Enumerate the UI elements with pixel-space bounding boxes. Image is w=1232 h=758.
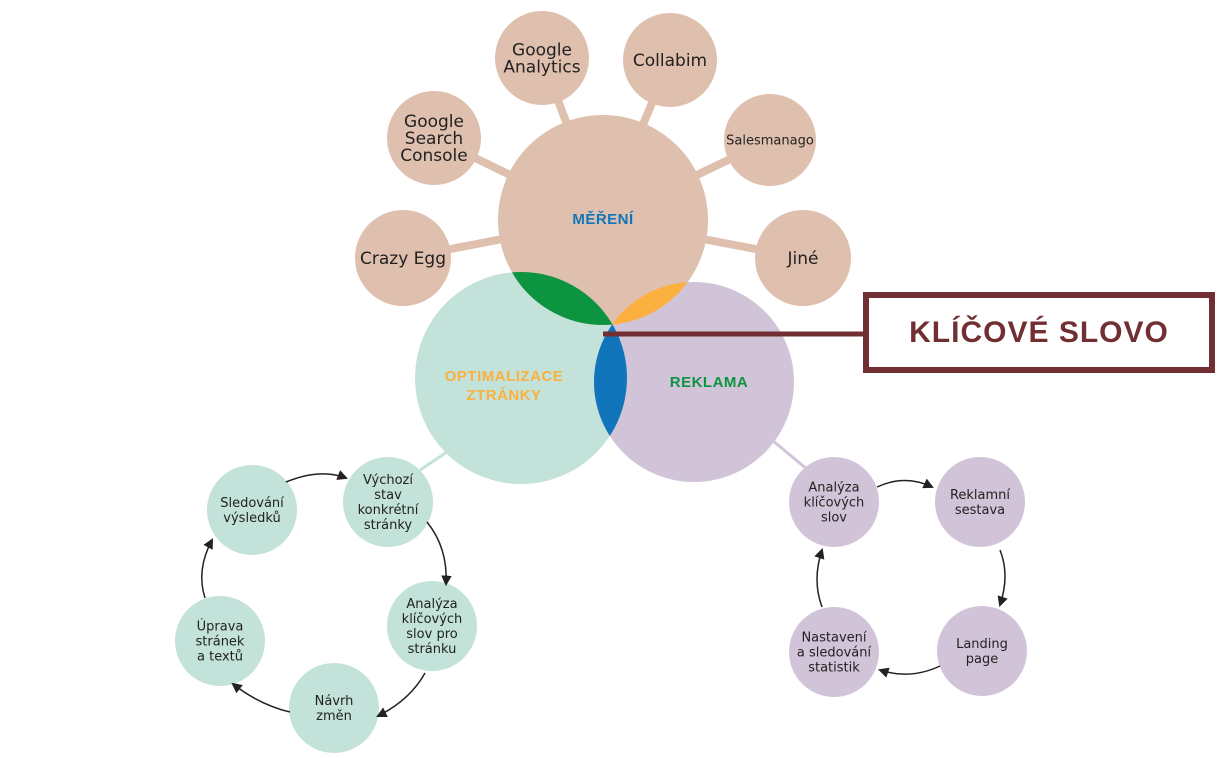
keyword-label: KLÍČOVÉ SLOVO — [909, 315, 1169, 349]
cycle-arrow — [997, 549, 1008, 607]
ads-step-ad-set-circle — [935, 457, 1025, 547]
tool-jine: Jiné — [755, 210, 851, 306]
ads-step-keyword-analysis-label: klíčových — [804, 496, 865, 511]
optimize-step-keyword-analysis-label: klíčových — [402, 612, 463, 627]
ads-step-keyword-analysis-label: slov — [821, 511, 847, 526]
cycles: VýchozístavkonkrétnístránkyAnalýzaklíčov… — [175, 457, 1027, 753]
optimize-step-start-state-label: stránky — [364, 518, 412, 533]
cycle-arrow — [285, 470, 348, 483]
optimize-step-track-results-label: výsledků — [223, 511, 280, 526]
ads-step-stats-tracking-label: statistik — [808, 661, 860, 676]
ads-step-ad-set-label: Reklamní — [950, 488, 1010, 503]
measure-label: MĚŘENÍ — [572, 210, 634, 228]
tool-crazy-egg-circle — [355, 210, 451, 306]
ads-step-ad-set-label: sestava — [955, 503, 1005, 518]
cycle-arrow — [201, 538, 213, 599]
connector-optimize-cycle — [419, 448, 451, 472]
connector-ads-cycle — [771, 438, 809, 472]
cycle-arrow — [231, 682, 291, 713]
optimize-step-start-state-label: konkrétní — [358, 503, 419, 518]
tool-salesmanago: Salesmanago — [724, 94, 816, 186]
ads-step-landing-page-label: Landing — [956, 637, 1008, 652]
measure-circle — [498, 115, 708, 325]
tool-jine-circle — [755, 210, 851, 306]
cycle-arrow — [876, 478, 934, 489]
tool-google-analytics-circle — [495, 11, 589, 105]
optimize-label-line2: ZTRÁNKY — [466, 387, 541, 404]
ads-step-keyword-analysis-circle — [789, 457, 879, 547]
tool-jine-label: Jiné — [787, 249, 819, 269]
keyword-box — [863, 292, 1215, 373]
cycle-arrow — [814, 548, 825, 608]
tool-salesmanago-circle — [724, 94, 816, 186]
optimize-step-start-state-circle — [343, 457, 433, 547]
tool-google-analytics-label: Google — [512, 40, 572, 60]
ads-label: REKLAMA — [670, 374, 749, 391]
cycle-arrow — [376, 672, 426, 717]
optimize-step-keyword-analysis-label: slov pro — [406, 627, 457, 642]
optimize-step-start-state-label: Výchozí — [363, 473, 413, 488]
tool-google-search-console-label: Console — [400, 146, 468, 166]
optimize-step-keyword-analysis-label: stránku — [408, 642, 457, 657]
optimize-label-line1: OPTIMALIZACE — [445, 368, 564, 385]
tool-google-search-console-label: Search — [405, 129, 463, 149]
ads-step-landing-page-label: page — [966, 652, 998, 667]
ads-step-keyword-analysis-label: Analýza — [808, 481, 859, 496]
optimize-step-design-changes-circle — [289, 663, 379, 753]
optimize-step-keyword-analysis-label: Analýza — [406, 597, 457, 612]
tool-crazy-egg: Crazy Egg — [355, 210, 451, 306]
tool-google-search-console-label: Google — [404, 112, 464, 132]
tool-google-analytics-label: Analytics — [503, 57, 580, 77]
optimize-step-edit-pages-circle — [175, 596, 265, 686]
optimize-step-start-state-label: stav — [374, 488, 402, 503]
optimize-step-edit-pages-label: Úprava — [197, 619, 244, 635]
ads-step-stats-tracking-label: Nastavení — [801, 631, 866, 646]
cycle-arrow — [878, 665, 941, 678]
ads-step-stats-tracking-label: a sledování — [797, 646, 872, 661]
optimize-step-edit-pages-label: stránek — [196, 635, 245, 650]
optimize-step-design-changes-label: Návrh — [315, 694, 354, 709]
tool-salesmanago-label: Salesmanago — [726, 134, 814, 149]
optimize-circle — [415, 272, 627, 484]
optimize-step-design-changes-label: změn — [316, 709, 352, 724]
optimize-step-track-results-label: Sledování — [220, 496, 284, 511]
tool-collabim-circle — [623, 13, 717, 107]
tool-collabim-label: Collabim — [633, 51, 707, 71]
ads-step-stats-tracking-circle — [789, 607, 879, 697]
tool-crazy-egg-label: Crazy Egg — [360, 249, 446, 269]
cycle-arrow — [426, 521, 452, 587]
optimize-step-keyword-analysis-circle — [387, 581, 477, 671]
optimize-step-edit-pages-label: a textů — [197, 650, 243, 665]
optimize-step-track-results-circle — [207, 465, 297, 555]
ads-step-landing-page-circle — [937, 606, 1027, 696]
tool-google-search-console-circle — [387, 91, 481, 185]
tool-collabim: Collabim — [623, 13, 717, 107]
